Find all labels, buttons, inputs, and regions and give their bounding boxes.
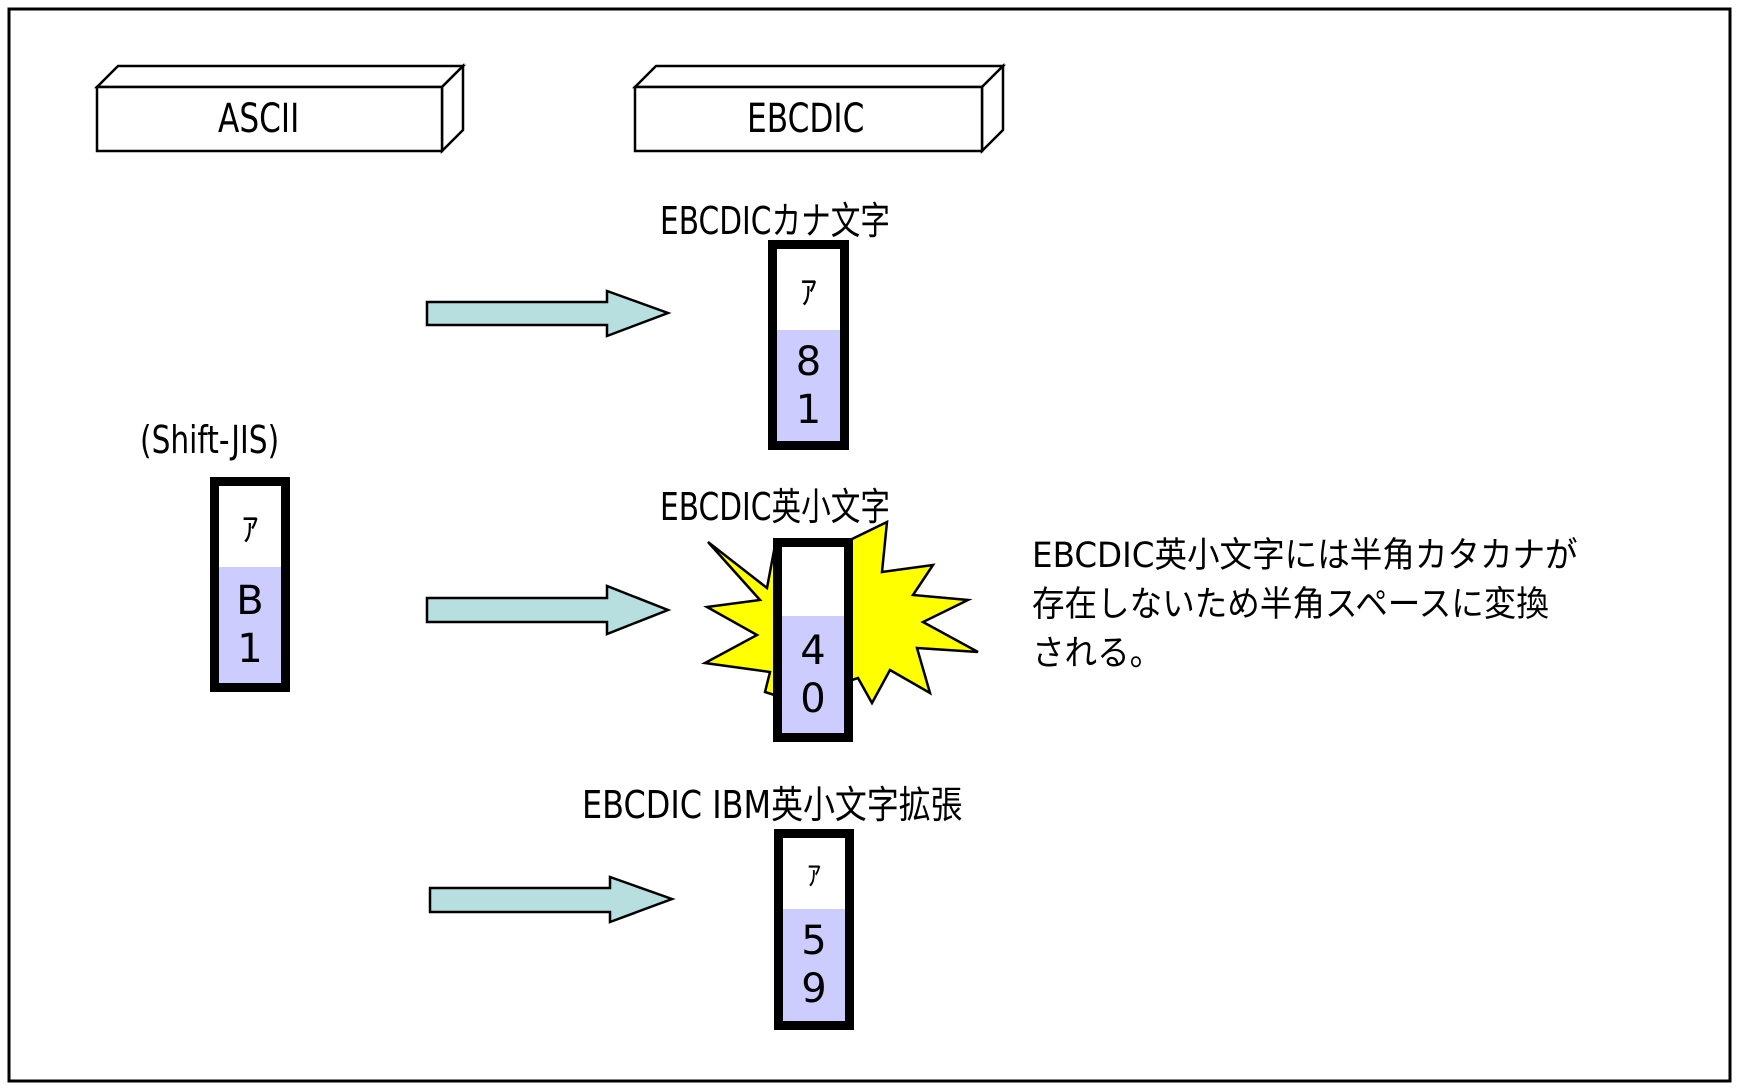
target-ibm-extension-label: EBCDIC IBM英小文字拡張 bbox=[582, 774, 1035, 829]
conversion-note-line-1: EBCDIC英小文字には半角カタカナが bbox=[1032, 536, 1578, 576]
target-ibm-extension-cell: ｱ 5 9 bbox=[774, 829, 854, 1030]
source-char: ｱ bbox=[219, 486, 281, 571]
target-lowercase-hex-high: 4 bbox=[800, 627, 826, 674]
source-hex: B 1 bbox=[219, 567, 281, 683]
arrow-to-kana bbox=[425, 289, 672, 338]
ascii-header-box bbox=[93, 62, 467, 155]
target-lowercase-cell: 4 0 bbox=[773, 538, 853, 742]
source-char-glyph: ｱ bbox=[241, 510, 259, 550]
arrow-to-lowercase bbox=[425, 584, 672, 636]
target-ibm-extension-hex-low: 9 bbox=[801, 966, 827, 1012]
source-hex-digit-low: 1 bbox=[237, 626, 263, 672]
arrow-to-ibm-extension bbox=[428, 875, 676, 924]
target-kana-glyph: ｱ bbox=[800, 273, 817, 313]
target-kana-hex: 8 1 bbox=[777, 330, 840, 441]
target-kana-cell: ｱ 8 1 bbox=[768, 240, 849, 450]
target-lowercase-hex: 4 0 bbox=[782, 616, 844, 733]
source-encoding-text: (Shift-JIS) bbox=[140, 418, 280, 462]
target-kana-char: ｱ bbox=[777, 249, 840, 334]
conversion-note: EBCDIC英小文字には半角カタカナが 存在しないため半角スペースに変換 される… bbox=[1032, 532, 1578, 679]
conversion-note-line-2: 存在しないため半角スペースに変換 bbox=[1032, 585, 1549, 625]
target-lowercase-text: EBCDIC英小文字 bbox=[660, 485, 891, 529]
target-kana-text: EBCDICカナ文字 bbox=[660, 199, 891, 243]
outer-frame bbox=[7, 7, 1732, 1083]
target-ibm-extension-text: EBCDIC IBM英小文字拡張 bbox=[582, 783, 963, 827]
target-lowercase-label: EBCDIC英小文字 bbox=[660, 476, 955, 531]
target-kana-hex-high: 8 bbox=[795, 338, 822, 385]
source-char-cell: ｱ B 1 bbox=[210, 477, 290, 692]
target-kana-label: EBCDICカナ文字 bbox=[660, 190, 955, 245]
ascii-header-text: ASCII bbox=[218, 96, 300, 142]
target-ibm-extension-glyph: ｱ bbox=[806, 858, 821, 892]
ebcdic-header-text: EBCDIC bbox=[747, 96, 865, 142]
ebcdic-header-label: EBCDIC bbox=[747, 96, 897, 142]
target-ibm-extension-hex-high: 5 bbox=[801, 918, 827, 964]
ascii-header-label: ASCII bbox=[218, 96, 322, 142]
target-kana-hex-low: 1 bbox=[795, 386, 822, 433]
target-ibm-extension-hex: 5 9 bbox=[783, 909, 845, 1021]
target-lowercase-char bbox=[782, 547, 844, 620]
target-ibm-extension-char: ｱ bbox=[783, 838, 845, 913]
target-lowercase-hex-low: 0 bbox=[800, 675, 826, 722]
ebcdic-header-box bbox=[631, 62, 1007, 155]
source-hex-digit-high: B bbox=[236, 578, 264, 624]
source-encoding-label: (Shift-JIS) bbox=[140, 418, 318, 462]
conversion-note-line-3: される。 bbox=[1032, 634, 1163, 674]
